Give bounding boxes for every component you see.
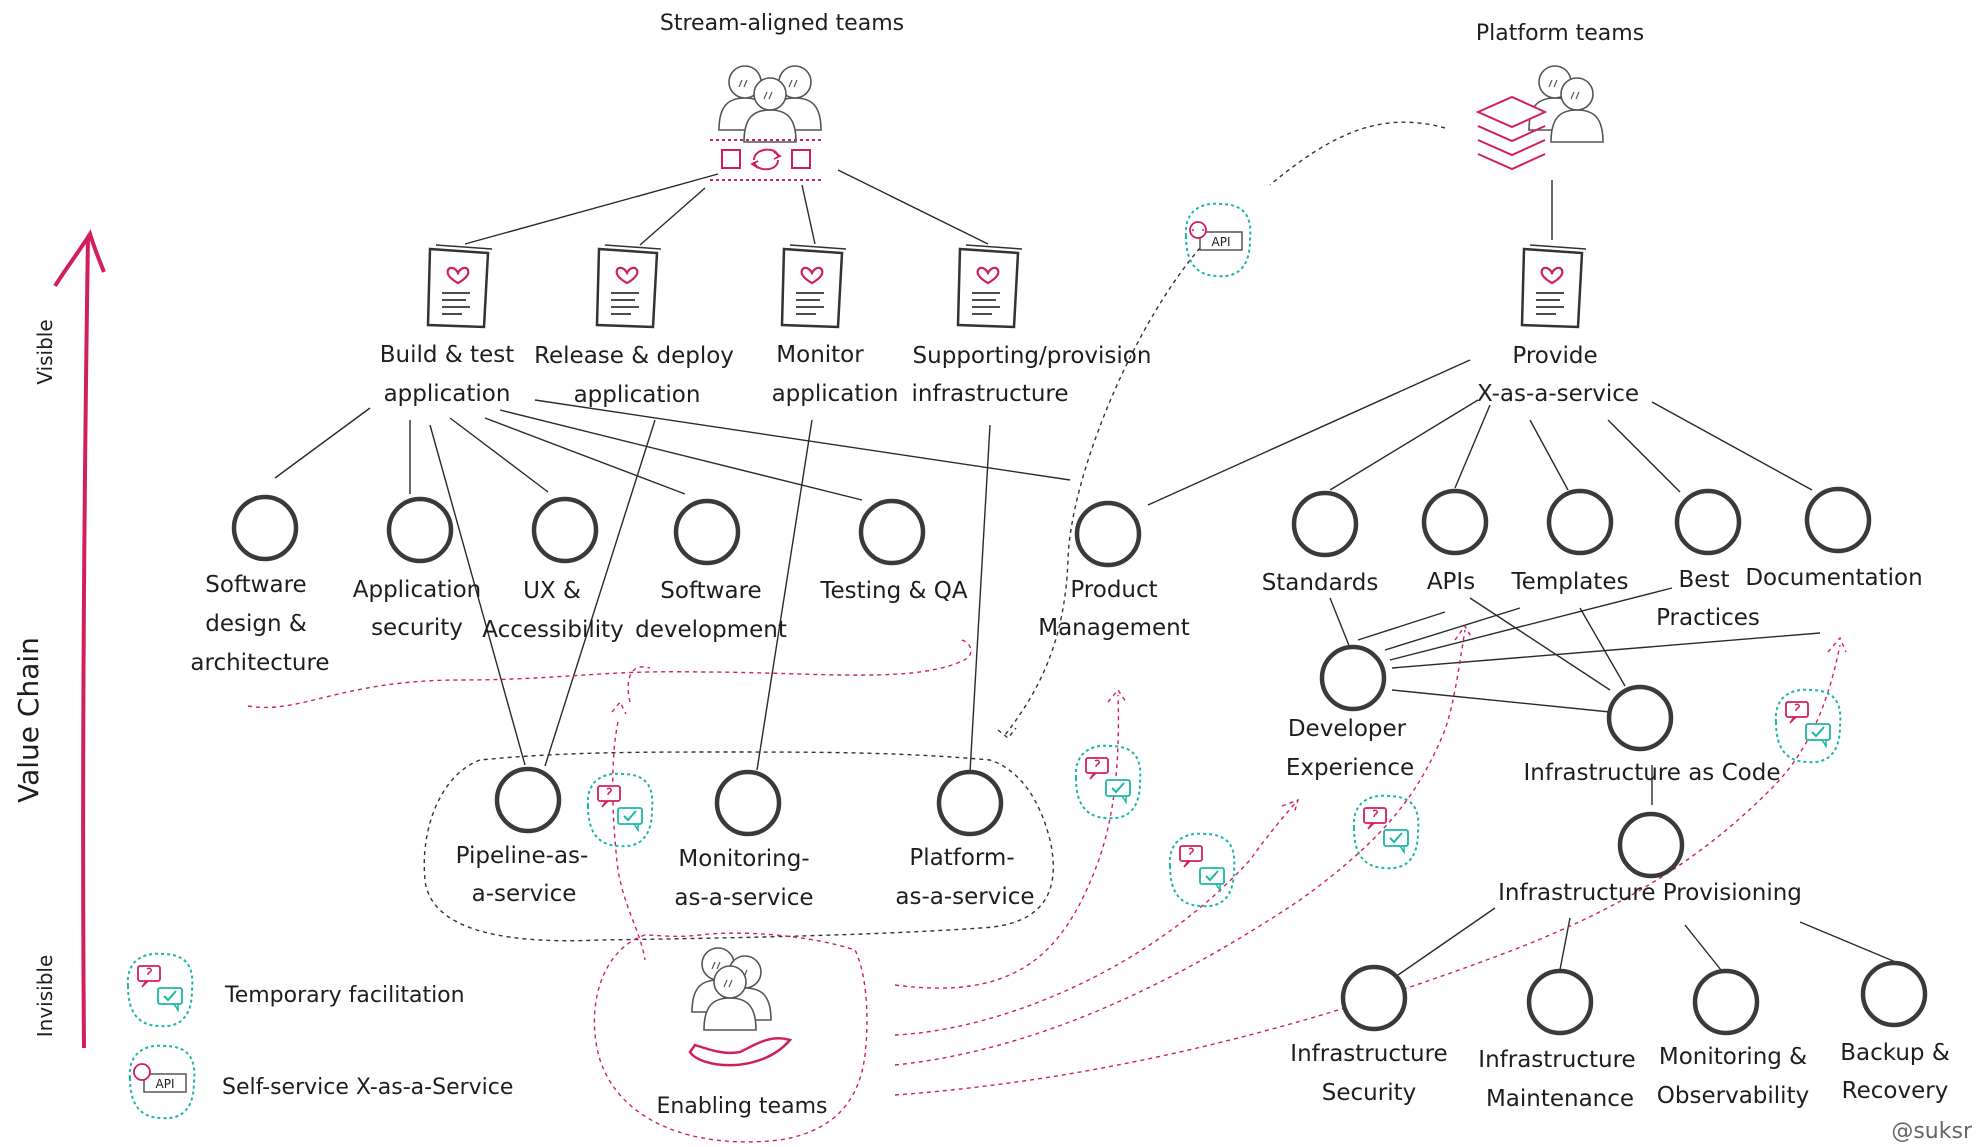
provide-doc-icon bbox=[1520, 243, 1588, 329]
axis-title: Value Chain bbox=[12, 637, 45, 803]
facilitation-badge-icon bbox=[1352, 794, 1420, 870]
platform-svc-label: Platform-as-a-service bbox=[895, 845, 1034, 910]
capability-docs bbox=[426, 243, 1588, 329]
supporting-doc-icon bbox=[956, 243, 1024, 329]
testing-label: Testing & QA bbox=[819, 578, 968, 604]
axis-visible-label: Visible bbox=[33, 319, 57, 384]
value-chain-axis: Value Chain Visible Invisible bbox=[12, 229, 106, 1049]
backup-label: Backup &Recovery bbox=[1840, 1040, 1950, 1104]
legend-api-icon: API bbox=[128, 1044, 196, 1120]
diagram-edges bbox=[274, 169, 1899, 981]
api-badge-icon: API bbox=[1184, 202, 1252, 278]
ux-label: UX &Accessibility bbox=[482, 578, 624, 643]
iac-label: Infrastructure as Code bbox=[1524, 760, 1781, 786]
facilitation-badge-icon bbox=[1074, 744, 1142, 820]
facilitation-badge-icon bbox=[586, 772, 654, 848]
facilitation-badge-icon bbox=[1774, 688, 1842, 764]
svg-text:API: API bbox=[1212, 235, 1231, 249]
monitoring-obs-label: Monitoring &Observability bbox=[1657, 1044, 1809, 1109]
svg-text:API: API bbox=[156, 1077, 175, 1091]
facilitation-badge-icon bbox=[1168, 832, 1236, 908]
legend: Temporary facilitation API Self-service … bbox=[126, 952, 513, 1120]
legend-temporary-icon bbox=[126, 952, 194, 1028]
infra-provisioning-label: Infrastructure Provisioning bbox=[1498, 880, 1802, 906]
capability-nodes bbox=[231, 486, 1928, 1036]
monitoring-svc-label: Monitoring-as-a-service bbox=[674, 846, 813, 911]
build-test-doc-icon bbox=[426, 243, 494, 329]
legend-self-service-label: Self-service X-as-a-Service bbox=[222, 1075, 513, 1100]
interaction-badges: API bbox=[586, 202, 1842, 908]
platform-team-icon bbox=[1475, 65, 1604, 171]
dashed-connections bbox=[247, 121, 1847, 1143]
platform-teams-label: Platform teams bbox=[1476, 21, 1644, 46]
pipeline-label: Pipeline-as-a-service bbox=[456, 843, 589, 907]
legend-temporary-label: Temporary facilitation bbox=[224, 983, 465, 1008]
standards-label: Standards bbox=[1262, 570, 1379, 596]
enabling-teams-label: Enabling teams bbox=[657, 1094, 828, 1119]
release-deploy-doc-icon bbox=[595, 243, 663, 329]
axis-invisible-label: Invisible bbox=[33, 955, 57, 1038]
templates-label: Templates bbox=[1511, 569, 1629, 595]
apis-label: APIs bbox=[1427, 569, 1475, 595]
documentation-label: Documentation bbox=[1745, 565, 1922, 591]
enabling-team-icon bbox=[688, 947, 793, 1067]
monitor-doc-icon bbox=[780, 243, 848, 329]
stream-aligned-team-icon bbox=[710, 65, 822, 181]
credit-label: @suksr bbox=[1891, 1119, 1973, 1143]
stream-aligned-teams-label: Stream-aligned teams bbox=[660, 11, 904, 36]
